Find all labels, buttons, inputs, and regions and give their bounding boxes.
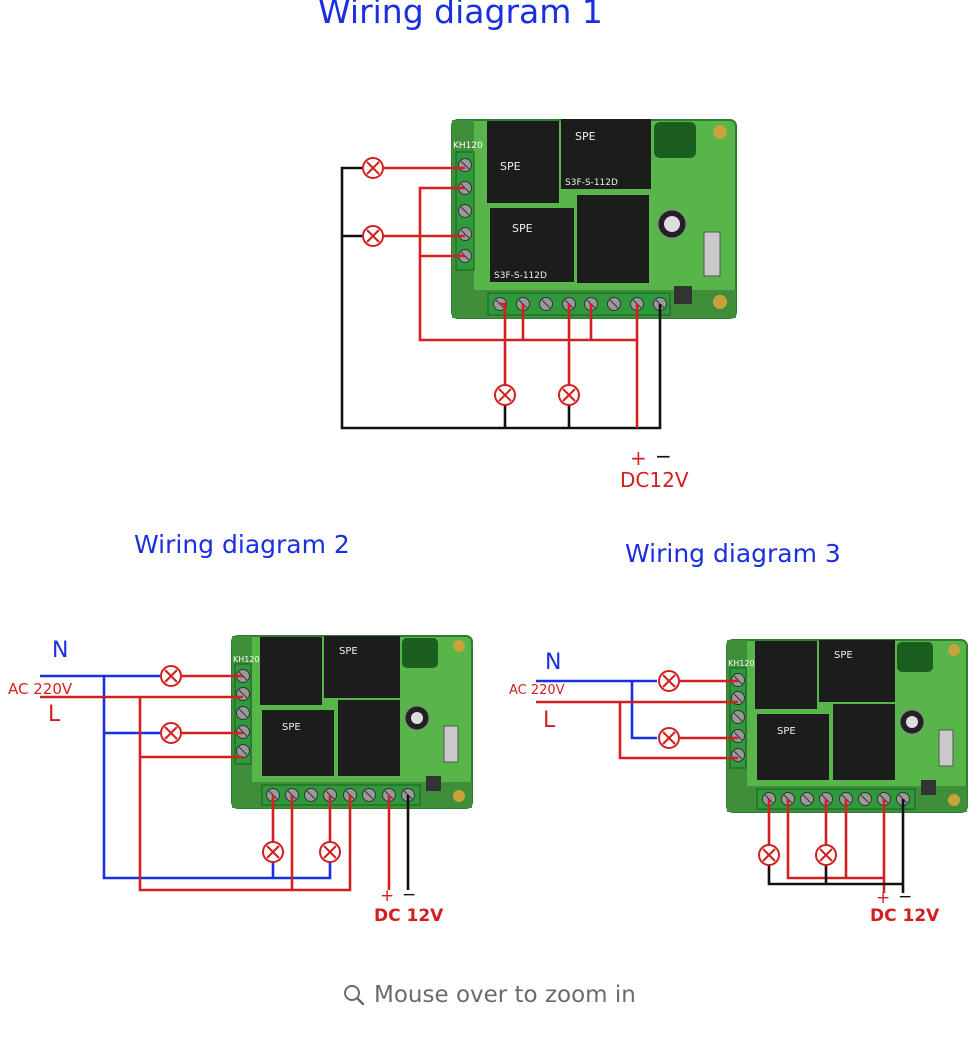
relay-model-label: S3F-S-112D — [494, 271, 547, 281]
plus-label: + — [380, 886, 395, 906]
lamp-icon — [262, 841, 284, 863]
relay-brand-label: SPE — [834, 650, 853, 661]
lamp-icon — [815, 844, 837, 866]
wiring-diagram-3-wires — [536, 679, 905, 893]
lamp-icon — [362, 225, 384, 247]
minus-label: − — [655, 444, 672, 468]
lamp-icon — [160, 722, 182, 744]
board-silk-label: KH120 — [233, 655, 260, 664]
lamp-icon — [558, 384, 580, 406]
diagram-3: KH120 SPE SPE — [536, 639, 968, 893]
lamp-icon — [319, 841, 341, 863]
zoom-hint[interactable]: Mouse over to zoom in — [342, 982, 636, 1008]
dc-voltage-label: DC 12V — [870, 906, 940, 926]
neutral-label: N — [52, 638, 69, 663]
relay-model-label: S3F-S-112D — [565, 178, 618, 188]
neutral-label: N — [545, 650, 562, 675]
lamp-icon — [658, 670, 680, 692]
diagram-3-title: Wiring diagram 3 — [625, 539, 841, 568]
relay-board — [231, 635, 473, 809]
wiring-diagram-2-wires — [40, 674, 410, 892]
lamp-icon — [658, 727, 680, 749]
lamp-icon — [362, 157, 384, 179]
board-silk-label: KH120 — [728, 659, 755, 668]
zoom-hint-label: Mouse over to zoom in — [374, 982, 636, 1008]
live-label: L — [48, 702, 61, 727]
lamp-icon — [494, 384, 516, 406]
relay-brand-label: SPE — [575, 130, 596, 143]
plus-label: + — [630, 446, 647, 470]
relay-brand-label: SPE — [282, 722, 301, 733]
wiring-diagram-1-wires — [340, 166, 662, 430]
dc-voltage-label: DC 12V — [374, 906, 444, 926]
relay-brand-label: SPE — [500, 160, 521, 173]
lamp-icon — [160, 665, 182, 687]
diagram-2-title: Wiring diagram 2 — [134, 530, 350, 559]
relay-brand-label: SPE — [339, 646, 358, 657]
ac-voltage-label: AC 220V — [8, 680, 73, 698]
relay-board — [451, 119, 737, 319]
minus-label: − — [898, 887, 913, 907]
relay-brand-label: SPE — [512, 222, 533, 235]
magnifier-icon — [344, 985, 365, 1006]
ac-voltage-label: AC 220V — [509, 683, 565, 698]
diagram-2: KH120 SPE SPE — [40, 635, 473, 892]
minus-label: − — [402, 885, 417, 905]
diagram-1: SPE SPE SPE S3F-S-112D S3F-S-112D KH120 — [340, 119, 737, 430]
diagram-1-title: Wiring diagram 1 — [318, 0, 603, 31]
board-silk-label: KH120 — [453, 141, 483, 151]
dc-voltage-label: DC12V — [620, 468, 689, 492]
relay-board — [726, 639, 968, 813]
plus-label: + — [876, 888, 891, 908]
live-label: L — [543, 708, 556, 733]
relay-brand-label: SPE — [777, 726, 796, 737]
lamp-icon — [758, 844, 780, 866]
